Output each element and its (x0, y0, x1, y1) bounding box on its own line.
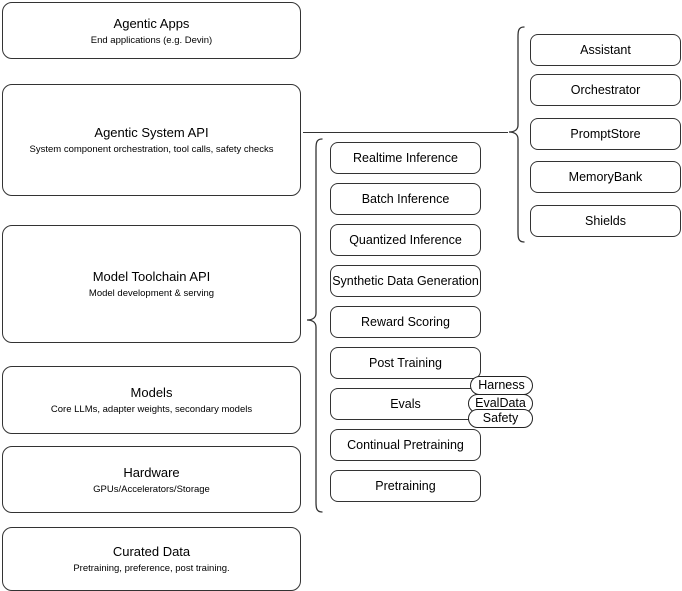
layer-subtitle: Core LLMs, adapter weights, secondary mo… (50, 404, 253, 415)
capability-label: Post Training (369, 355, 442, 370)
eval-tag-safety[interactable]: Safety (468, 409, 533, 428)
capability-label: Synthetic Data Generation (332, 273, 479, 288)
eval-tag-label: Safety (482, 411, 519, 426)
eval-tag-label: EvalData (475, 396, 526, 411)
eval-tag-label: Harness (478, 378, 525, 393)
layer-title: Curated Data (112, 544, 191, 559)
layer-subtitle: End applications (e.g. Devin) (90, 34, 213, 46)
layer-box-model-toolchain-api[interactable]: Model Toolchain API Model development & … (2, 225, 301, 343)
component-box-assistant[interactable]: Assistant (530, 34, 681, 66)
layer-box-agentic-apps[interactable]: Agentic Apps End applications (e.g. Devi… (2, 2, 301, 59)
layer-title: Models (130, 385, 173, 400)
capability-label: Reward Scoring (361, 314, 450, 329)
capability-label: Quantized Inference (349, 232, 462, 247)
layer-subtitle: Model development & serving (88, 288, 215, 299)
capability-box-synthetic-data-generation[interactable]: Synthetic Data Generation (330, 265, 481, 297)
capability-label: Pretraining (375, 478, 436, 493)
layer-title: Agentic Apps (113, 15, 190, 31)
layer-subtitle: System component orchestration, tool cal… (29, 144, 274, 155)
capability-box-pretraining[interactable]: Pretraining (330, 470, 481, 502)
layer-subtitle: Pretraining, preference, post training. (73, 563, 230, 574)
layer-box-models[interactable]: Models Core LLMs, adapter weights, secon… (2, 366, 301, 434)
capability-box-continual-pretraining[interactable]: Continual Pretraining (330, 429, 481, 461)
component-label: PromptStore (570, 126, 641, 141)
component-label: MemoryBank (568, 169, 643, 184)
component-box-shields[interactable]: Shields (530, 205, 681, 237)
capability-label: Evals (390, 396, 421, 411)
layer-title: Agentic System API (94, 125, 209, 140)
capability-box-quantized-inference[interactable]: Quantized Inference (330, 224, 481, 256)
layer-title: Model Toolchain API (92, 269, 211, 284)
connector-line-system-api (303, 132, 508, 133)
layer-title: Hardware (123, 464, 180, 480)
component-label: Assistant (580, 42, 631, 57)
layer-box-curated-data[interactable]: Curated Data Pretraining, preference, po… (2, 527, 301, 591)
layer-subtitle: GPUs/Accelerators/Storage (93, 483, 210, 495)
layer-box-hardware[interactable]: Hardware GPUs/Accelerators/Storage (2, 446, 301, 513)
eval-tag-harness[interactable]: Harness (470, 376, 533, 395)
capability-label: Continual Pretraining (347, 437, 464, 452)
capability-label: Batch Inference (361, 191, 450, 206)
capability-label: Realtime Inference (353, 150, 458, 165)
capability-box-evals[interactable]: Evals (330, 388, 481, 420)
brace-system-components (506, 26, 526, 248)
brace-toolchain (304, 138, 324, 520)
capability-box-realtime-inference[interactable]: Realtime Inference (330, 142, 481, 174)
capability-box-post-training[interactable]: Post Training (330, 347, 481, 379)
component-label: Shields (585, 213, 626, 228)
capability-box-batch-inference[interactable]: Batch Inference (330, 183, 481, 215)
capability-box-reward-scoring[interactable]: Reward Scoring (330, 306, 481, 338)
component-box-memorybank[interactable]: MemoryBank (530, 161, 681, 193)
component-box-promptstore[interactable]: PromptStore (530, 118, 681, 150)
layer-box-agentic-system-api[interactable]: Agentic System API System component orch… (2, 84, 301, 196)
component-box-orchestrator[interactable]: Orchestrator (530, 74, 681, 106)
component-label: Orchestrator (570, 82, 641, 97)
